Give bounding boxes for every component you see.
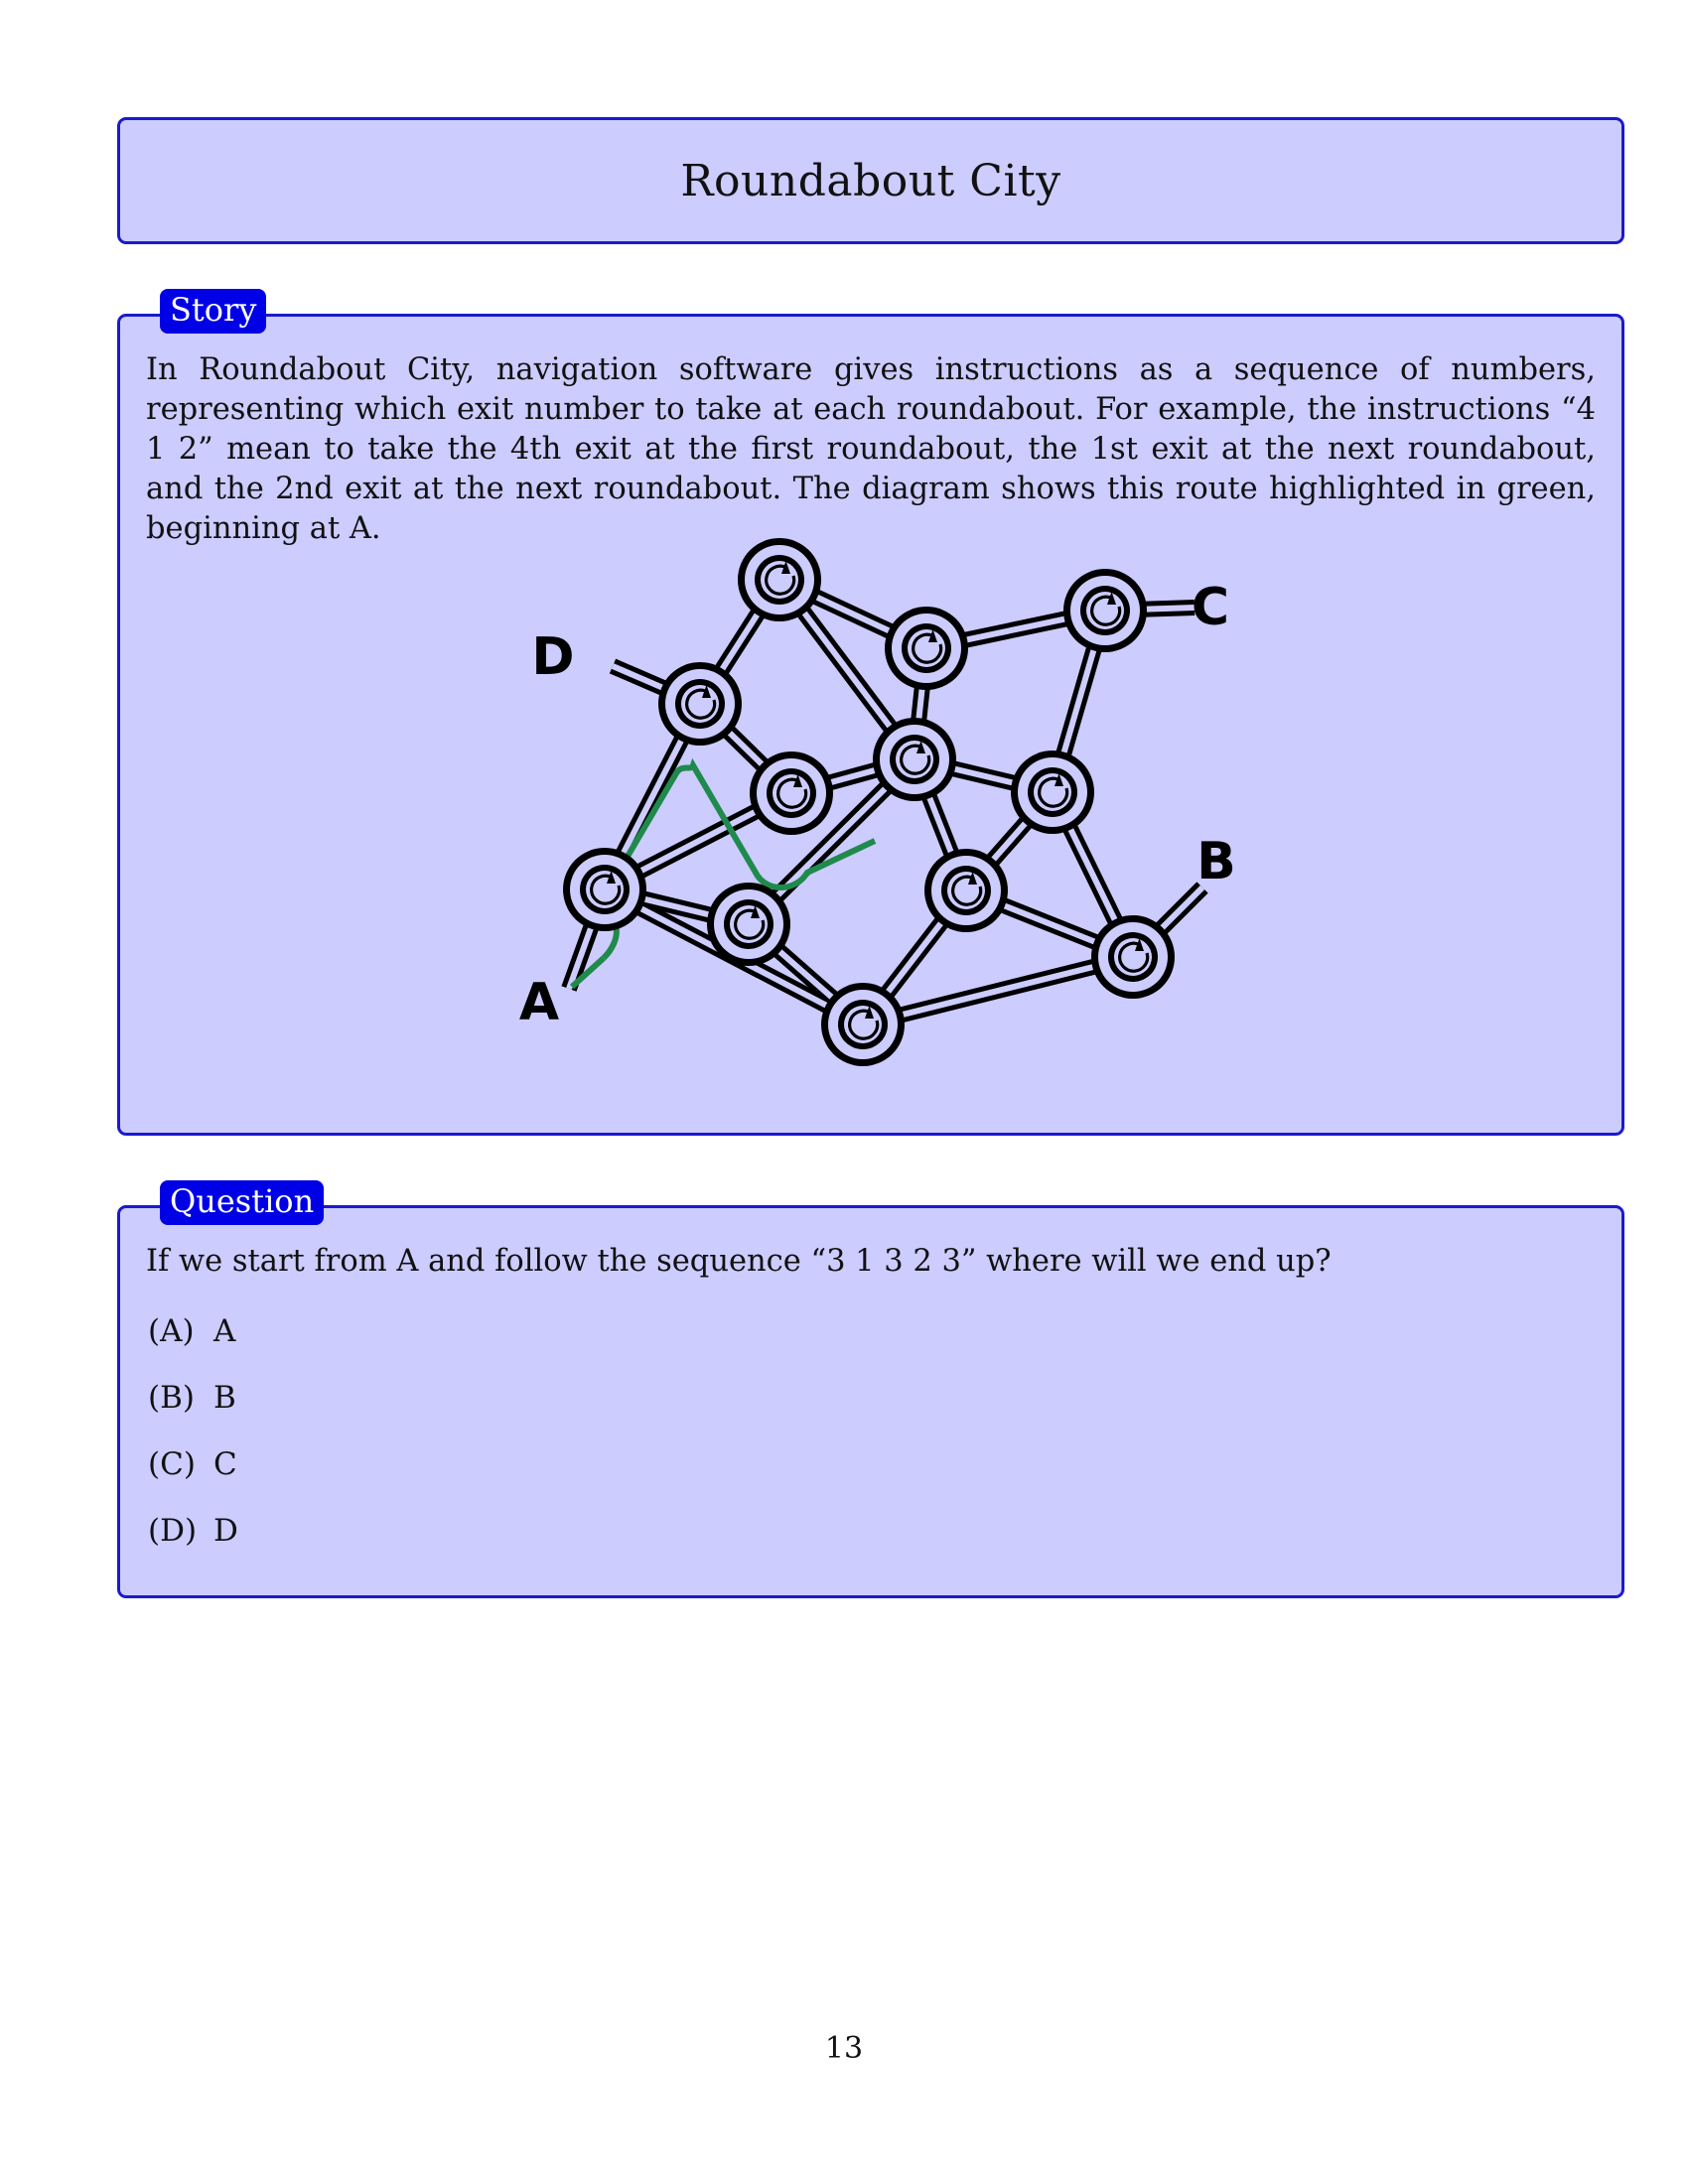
option-text: B	[213, 1380, 236, 1416]
question-tag: Question	[160, 1180, 325, 1226]
roundabout-icon	[871, 716, 958, 803]
route-segment	[569, 955, 607, 990]
story-text: In Roundabout City, navigation software …	[146, 352, 1596, 546]
option-label: (D)	[148, 1513, 198, 1549]
option-d[interactable]: (D) D	[148, 1513, 238, 1579]
title-box: Roundabout City	[117, 117, 1624, 244]
option-text: D	[213, 1513, 238, 1549]
roundabout-diagram: A D C B	[519, 536, 1236, 1068]
endpoint-label-d: D	[531, 627, 574, 687]
endpoint-label-a: A	[519, 973, 559, 1032]
roundabout-icon	[883, 605, 970, 692]
roundabout-icon	[1089, 913, 1177, 1001]
roundabout-icon	[561, 846, 648, 933]
roundabout-icon	[736, 536, 823, 623]
roundabout-icon	[748, 750, 835, 837]
option-label: (B)	[148, 1380, 195, 1416]
story-box: Story In Roundabout City, navigation sof…	[117, 289, 1624, 1136]
endpoint-label-b: B	[1196, 832, 1236, 891]
roundabout-icon	[656, 660, 744, 748]
option-a[interactable]: (A) A	[148, 1313, 238, 1380]
roundabout-icon	[1061, 567, 1149, 654]
roundabout-icon	[1009, 749, 1096, 836]
story-tag: Story	[160, 289, 267, 335]
option-text: A	[213, 1313, 236, 1349]
endpoint-label-c: C	[1192, 578, 1229, 637]
question-text: If we start from A and follow the sequen…	[146, 1244, 1332, 1279]
question-box: Question If we start from A and follow t…	[117, 1180, 1624, 1598]
option-b[interactable]: (B) B	[148, 1380, 238, 1446]
option-label: (C)	[148, 1446, 196, 1482]
roundabout-icon	[819, 981, 907, 1068]
option-text: C	[213, 1446, 237, 1482]
page-number: 13	[824, 2031, 864, 2066]
roundabout-icon	[705, 881, 792, 968]
page-title: Roundabout City	[680, 155, 1061, 206]
roundabout-icon	[922, 847, 1010, 934]
option-label: (A)	[148, 1313, 195, 1349]
answer-options: (A) A (B) B (C) C (D) D	[148, 1313, 238, 1579]
option-c[interactable]: (C) C	[148, 1446, 238, 1513]
